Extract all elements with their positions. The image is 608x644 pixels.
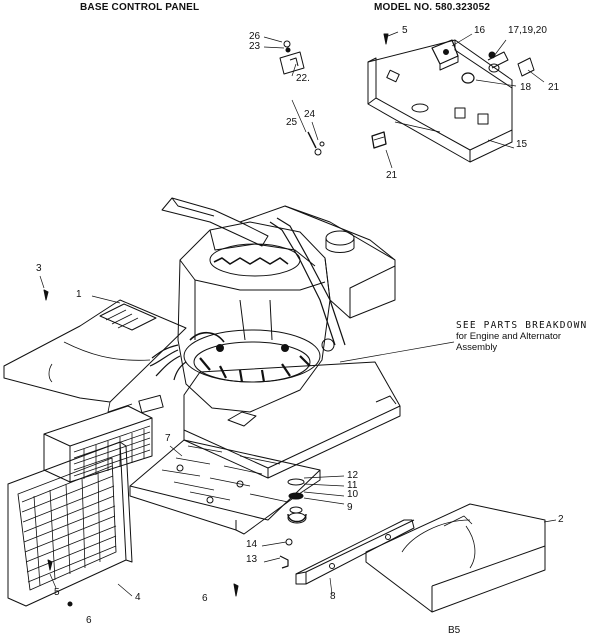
skid-rail <box>295 519 415 585</box>
control-panel-bracket <box>367 39 513 163</box>
callout-21-right: 21 <box>548 82 560 93</box>
callout-22: 22. <box>296 73 310 84</box>
callout-8: 8 <box>330 591 336 602</box>
callout-26: 26 <box>249 31 261 42</box>
callout-5-upper: 5 <box>402 25 408 36</box>
callout-5-lower: 5 <box>54 587 60 598</box>
model-number-title: MODEL NO. 580.323052 <box>374 2 491 13</box>
indicator-lamp <box>371 131 387 149</box>
callout-17-19-20: 17,19,20 <box>508 25 547 36</box>
callout-14: 14 <box>246 539 258 550</box>
callout-4: 4 <box>135 592 141 603</box>
callout-18: 18 <box>520 82 532 93</box>
callout-25: 25 <box>286 117 298 128</box>
screws <box>43 289 239 607</box>
callout-6-center: 6 <box>202 593 208 604</box>
callout-1: 1 <box>76 289 82 300</box>
breaker-group <box>461 51 535 84</box>
callout-21-lamp: 21 <box>386 170 398 181</box>
callout-13: 13 <box>246 554 258 565</box>
note-line-1: SEE PARTS BREAKDOWN <box>456 320 588 331</box>
note-line-2: for Engine and Alternator <box>456 331 562 342</box>
callout-23: 23 <box>249 41 261 52</box>
end-panel-louvered <box>7 441 133 607</box>
bottom-tray <box>129 439 321 535</box>
callout-10: 10 <box>347 489 359 500</box>
outlet-receptacle <box>431 39 459 71</box>
callout-15: 15 <box>516 139 528 150</box>
callout-2: 2 <box>558 514 564 525</box>
callout-11: 11 <box>347 480 358 491</box>
mount-hardware <box>279 478 307 569</box>
note-line-3: Assembly <box>456 342 498 353</box>
lifting-handle <box>161 197 346 346</box>
small-hardware <box>279 33 389 156</box>
callout-12: 12 <box>347 470 359 481</box>
wiring-harness <box>149 344 187 381</box>
diagram-title-left: BASE CONTROL PANEL <box>80 2 200 13</box>
engine-alternator-assembly <box>177 221 335 413</box>
callout-9: 9 <box>347 502 353 513</box>
page-code: B5 <box>448 625 461 636</box>
fuel-tank <box>239 205 396 319</box>
callout-7: 7 <box>165 433 171 444</box>
vent-grille <box>43 405 153 483</box>
left-side-panel <box>3 299 187 413</box>
callout-24: 24 <box>304 109 316 120</box>
parts-breakdown-note: SEE PARTS BREAKDOWN for Engine and Alter… <box>456 320 587 353</box>
callout-6-left: 6 <box>86 615 92 626</box>
leader-lines <box>39 31 557 597</box>
right-cover-panel <box>365 503 546 613</box>
base-frame <box>138 361 401 479</box>
callout-3: 3 <box>36 263 42 274</box>
callout-16: 16 <box>474 25 486 36</box>
